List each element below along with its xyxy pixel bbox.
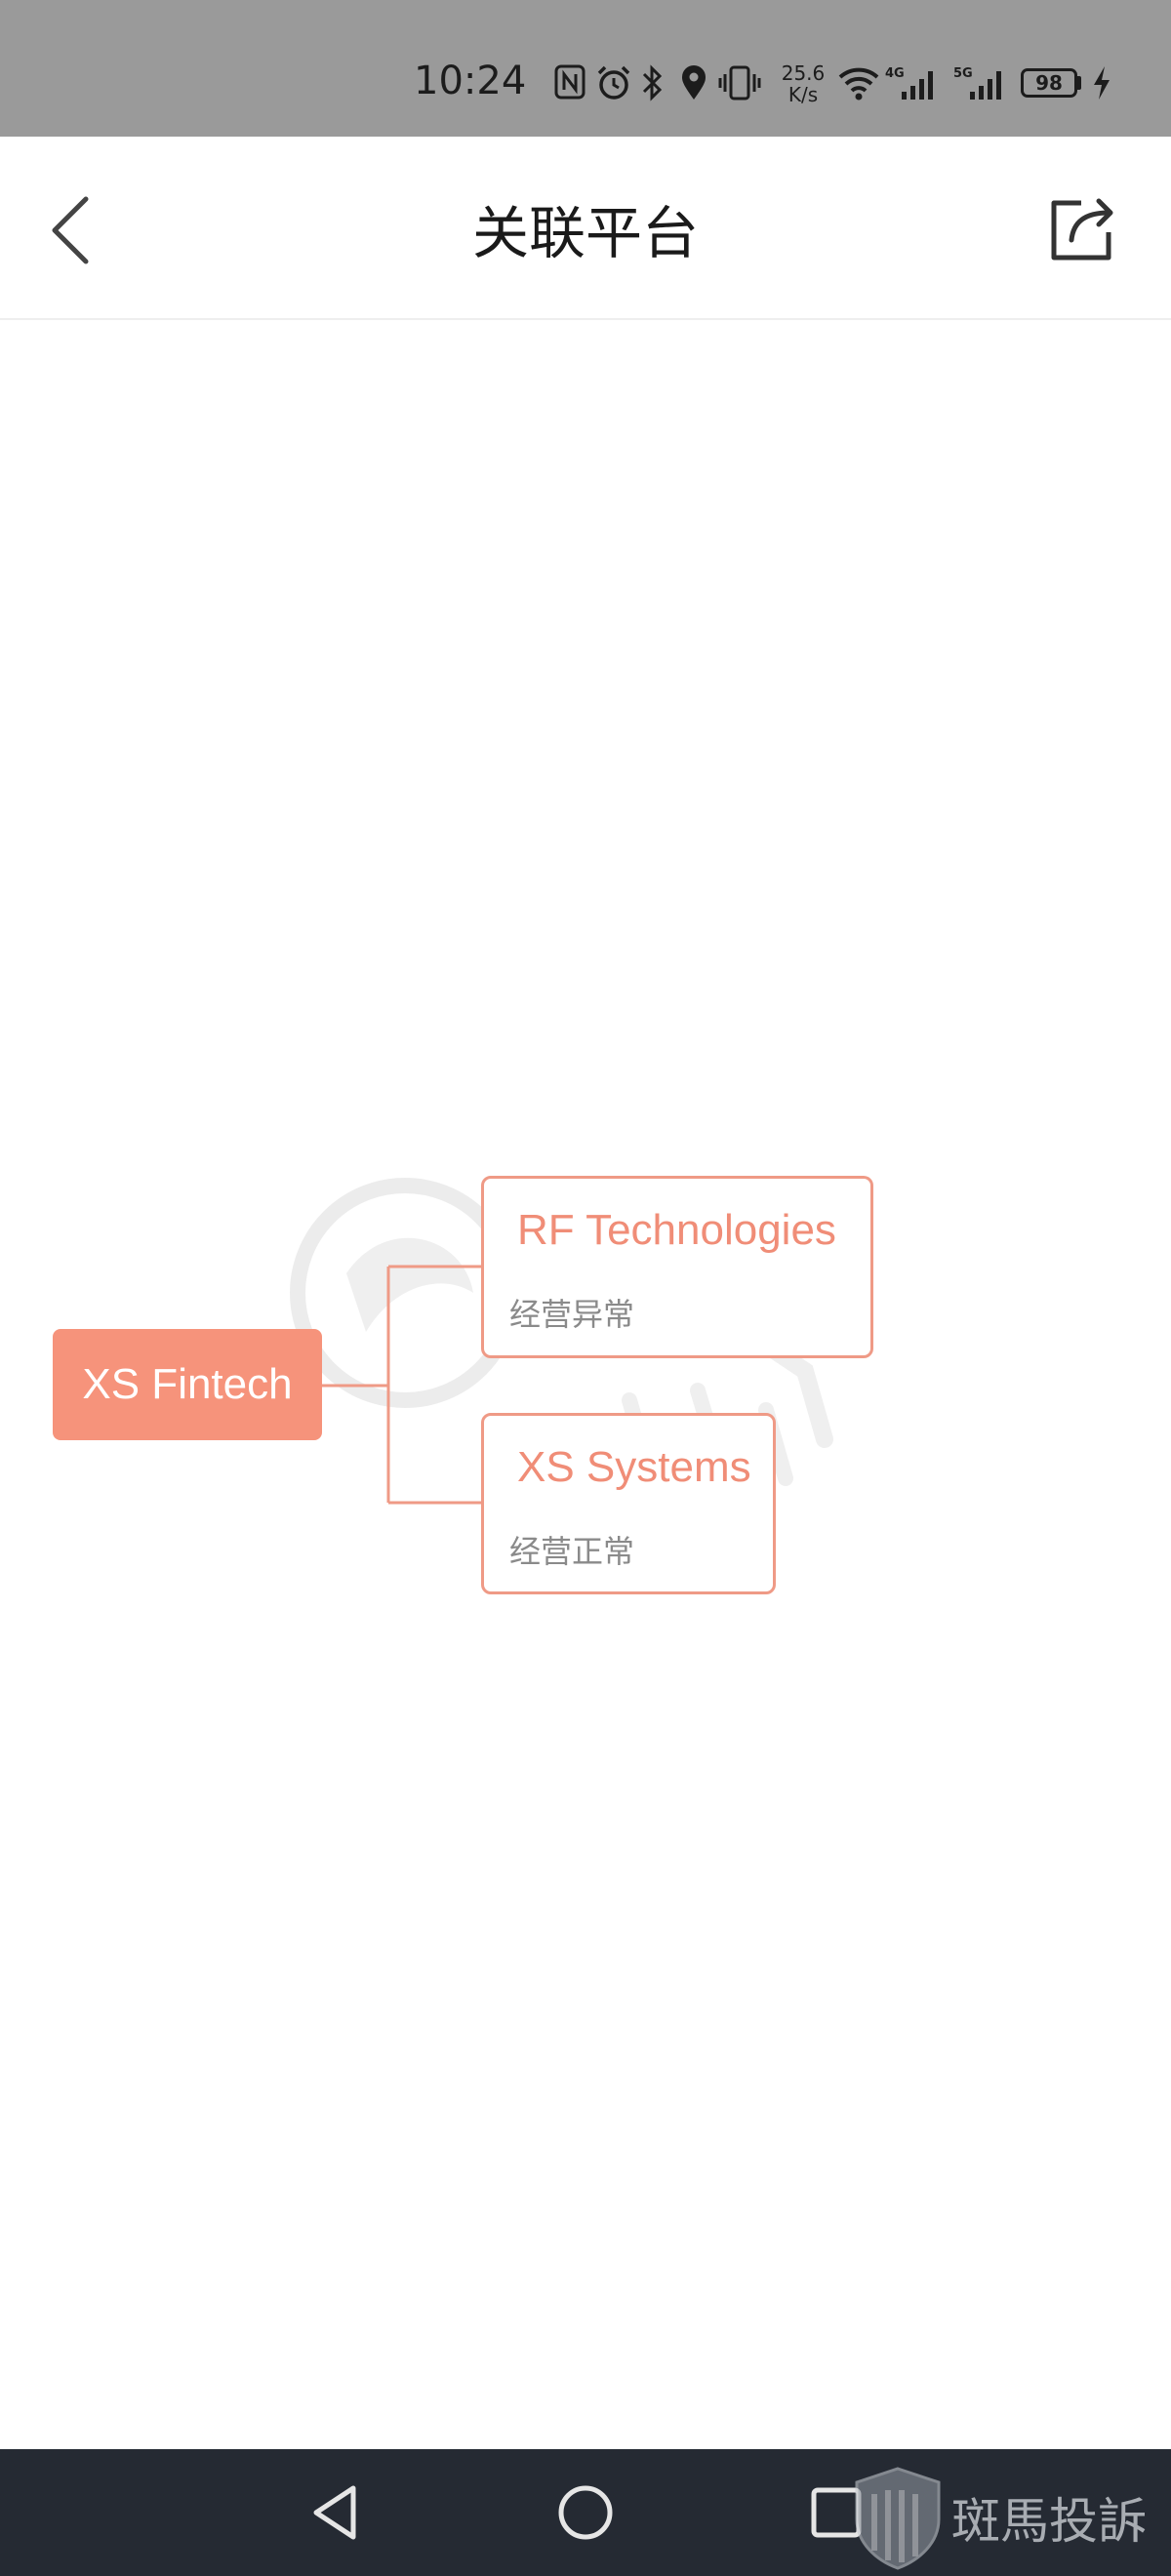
signal-2-label: 5G	[953, 66, 973, 81]
related-platform-name: XS Systems	[517, 1443, 751, 1491]
root-company-name: XS Fintech	[82, 1360, 293, 1408]
related-platform-node[interactable]: RF Technologies 经营异常	[481, 1176, 873, 1358]
battery-icon: 98	[1021, 68, 1077, 98]
network-speed: 25.6 K/s	[776, 62, 830, 105]
status-bar: 10:24 25.6 K/s	[0, 0, 1171, 137]
nfc-icon	[554, 64, 586, 100]
back-triangle-icon[interactable]	[303, 2478, 371, 2547]
signal-1-label: 4G	[885, 66, 905, 81]
alarm-icon	[597, 65, 630, 100]
battery-level: 98	[1035, 71, 1063, 95]
header-bar: 关联平台	[0, 137, 1171, 320]
share-icon[interactable]	[1044, 189, 1122, 267]
signal-icon: 4G	[885, 66, 933, 100]
related-platform-status: 经营正常	[509, 1533, 635, 1570]
vibrate-icon	[718, 65, 761, 101]
battery-tip	[1077, 76, 1081, 90]
signal-icon: 5G	[953, 66, 1001, 100]
status-time: 10:24	[414, 59, 527, 103]
related-platform-node[interactable]: XS Systems 经营正常	[481, 1413, 776, 1594]
zebra-shield-icon	[855, 2467, 941, 2570]
location-icon	[682, 65, 706, 100]
root-company-node[interactable]: XS Fintech	[53, 1329, 322, 1440]
charging-icon	[1094, 66, 1110, 100]
network-speed-value: 25.6	[781, 61, 826, 85]
chevron-left-icon[interactable]	[43, 191, 101, 269]
home-circle-icon[interactable]	[551, 2478, 620, 2547]
wifi-icon	[838, 67, 879, 101]
page-title: 关联平台	[471, 200, 699, 266]
related-platform-name: RF Technologies	[517, 1206, 836, 1254]
bluetooth-icon	[642, 64, 663, 101]
network-speed-unit: K/s	[787, 83, 819, 106]
system-navigation-bar: 斑馬投訴	[0, 2449, 1171, 2576]
related-platform-status: 经营异常	[509, 1296, 635, 1333]
watermark-text: 斑馬投訴	[951, 2493, 1147, 2550]
